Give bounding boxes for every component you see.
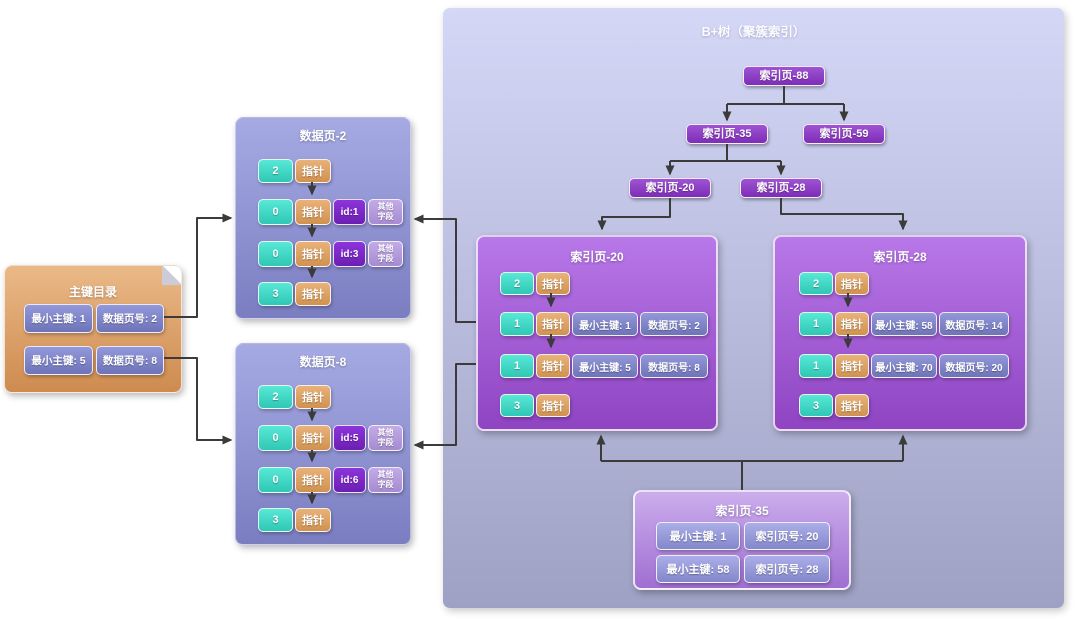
min-key-pill: 最小主键: 5 (24, 346, 93, 375)
slot-count-pill: 1 (500, 312, 534, 336)
record-id-pill: id:6 (333, 467, 366, 493)
slot-count-pill: 2 (500, 272, 534, 295)
directory-row: 最小主键: 5 数据页号: 8 (24, 346, 164, 375)
slot-count-pill: 3 (500, 394, 534, 417)
page-row: 3 指针 (258, 508, 331, 532)
min-key-pill: 最小主键: 1 (656, 522, 740, 550)
page-row: 最小主键: 58 索引页号: 28 (656, 555, 830, 583)
pointer-pill: 指针 (536, 394, 570, 417)
primary-key-directory-box: 主键目录 最小主键: 1 数据页号: 2 最小主键: 5 数据页号: 8 (4, 265, 182, 393)
tree-node-index-page-88: 索引页-88 (743, 66, 825, 86)
slot-count-pill: 1 (799, 312, 833, 336)
page-row: 0 指针 id:3 其他字段 (258, 241, 403, 267)
pointer-pill: 指针 (295, 241, 331, 267)
slot-count-pill: 2 (258, 159, 293, 183)
min-key-pill: 最小主键: 1 (572, 312, 638, 336)
pointer-pill: 指针 (295, 425, 331, 451)
index-page-28-box: 索引页-28 2 指针 1 指针 最小主键: 58 数据页号: 14 1 指针 … (773, 235, 1027, 431)
page-row: 0 指针 id:1 其他字段 (258, 199, 403, 225)
pointer-pill: 指针 (295, 508, 331, 532)
data-page-8-box: 数据页-8 2 指针 0 指针 id:5 其他字段 0 指针 id:6 其他字段… (235, 343, 411, 545)
slot-count-pill: 0 (258, 467, 293, 493)
data-page-no-pill: 数据页号: 8 (640, 354, 708, 378)
min-key-pill: 最小主键: 58 (656, 555, 740, 583)
index-page-no-pill: 索引页号: 20 (744, 522, 830, 550)
data-page-no-pill: 数据页号: 2 (96, 304, 164, 333)
slot-count-pill: 3 (258, 282, 293, 306)
tree-node-index-page-35: 索引页-35 (686, 124, 768, 144)
page-row: 3 指针 (258, 282, 331, 306)
pointer-pill: 指针 (835, 272, 869, 295)
page-row: 0 指针 id:6 其他字段 (258, 467, 403, 493)
min-key-pill: 最小主键: 1 (24, 304, 93, 333)
other-fields-pill: 其他字段 (368, 467, 403, 493)
pointer-pill: 指针 (536, 272, 570, 295)
record-id-pill: id:3 (333, 241, 366, 267)
slot-count-pill: 3 (799, 394, 833, 417)
index-page-35-box: 索引页-35 最小主键: 1 索引页号: 20 最小主键: 58 索引页号: 2… (633, 490, 851, 590)
page-row: 2 指针 (500, 272, 570, 295)
min-key-pill: 最小主键: 58 (871, 312, 937, 336)
page-row: 1 指针 最小主键: 1 数据页号: 2 (500, 312, 708, 336)
pointer-pill: 指针 (835, 354, 869, 378)
other-fields-pill: 其他字段 (368, 241, 403, 267)
slot-count-pill: 2 (258, 385, 293, 409)
slot-count-pill: 3 (258, 508, 293, 532)
index-page-no-pill: 索引页号: 28 (744, 555, 830, 583)
record-id-pill: id:1 (333, 199, 366, 225)
folded-corner-icon (162, 266, 181, 285)
index-page-20-title: 索引页-20 (570, 250, 624, 264)
slot-count-pill: 0 (258, 199, 293, 225)
page-row: 1 指针 最小主键: 5 数据页号: 8 (500, 354, 708, 378)
page-row: 3 指针 (500, 394, 570, 417)
page-row: 2 指针 (258, 385, 331, 409)
pointer-pill: 指针 (835, 312, 869, 336)
slot-count-pill: 2 (799, 272, 833, 295)
page-row: 最小主键: 1 索引页号: 20 (656, 522, 830, 550)
tree-node-index-page-59: 索引页-59 (803, 124, 885, 144)
pointer-pill: 指针 (835, 394, 869, 417)
pointer-pill: 指针 (536, 312, 570, 336)
index-page-35-title: 索引页-35 (715, 504, 769, 518)
slot-count-pill: 1 (500, 354, 534, 378)
pointer-pill: 指针 (295, 467, 331, 493)
pointer-pill: 指针 (295, 159, 331, 183)
page-row: 3 指针 (799, 394, 869, 417)
directory-row: 最小主键: 1 数据页号: 2 (24, 304, 164, 333)
record-id-pill: id:5 (333, 425, 366, 451)
pointer-pill: 指针 (295, 385, 331, 409)
pointer-pill: 指针 (536, 354, 570, 378)
pointer-pill: 指针 (295, 199, 331, 225)
other-fields-pill: 其他字段 (368, 425, 403, 451)
slot-count-pill: 1 (799, 354, 833, 378)
page-row: 1 指针 最小主键: 70 数据页号: 20 (799, 354, 1009, 378)
tree-node-index-page-20: 索引页-20 (629, 178, 711, 198)
data-page-2-box: 数据页-2 2 指针 0 指针 id:1 其他字段 0 指针 id:3 其他字段… (235, 117, 411, 319)
data-page-2-title: 数据页-2 (299, 129, 347, 143)
data-page-no-pill: 数据页号: 20 (939, 354, 1009, 378)
panel-title: B+树（聚簇索引） (701, 25, 806, 39)
slot-count-pill: 0 (258, 425, 293, 451)
page-row: 2 指针 (258, 159, 331, 183)
min-key-pill: 最小主键: 5 (572, 354, 638, 378)
tree-node-index-page-28: 索引页-28 (740, 178, 822, 198)
other-fields-pill: 其他字段 (368, 199, 403, 225)
data-page-no-pill: 数据页号: 14 (939, 312, 1009, 336)
directory-title: 主键目录 (68, 285, 117, 299)
index-page-28-title: 索引页-28 (873, 250, 927, 264)
data-page-no-pill: 数据页号: 8 (96, 346, 164, 375)
data-page-8-title: 数据页-8 (299, 355, 347, 369)
page-row: 1 指针 最小主键: 58 数据页号: 14 (799, 312, 1009, 336)
page-row: 2 指针 (799, 272, 869, 295)
slot-count-pill: 0 (258, 241, 293, 267)
data-page-no-pill: 数据页号: 2 (640, 312, 708, 336)
min-key-pill: 最小主键: 70 (871, 354, 937, 378)
pointer-pill: 指针 (295, 282, 331, 306)
page-row: 0 指针 id:5 其他字段 (258, 425, 403, 451)
index-page-20-box: 索引页-20 2 指针 1 指针 最小主键: 1 数据页号: 2 1 指针 最小… (476, 235, 718, 431)
